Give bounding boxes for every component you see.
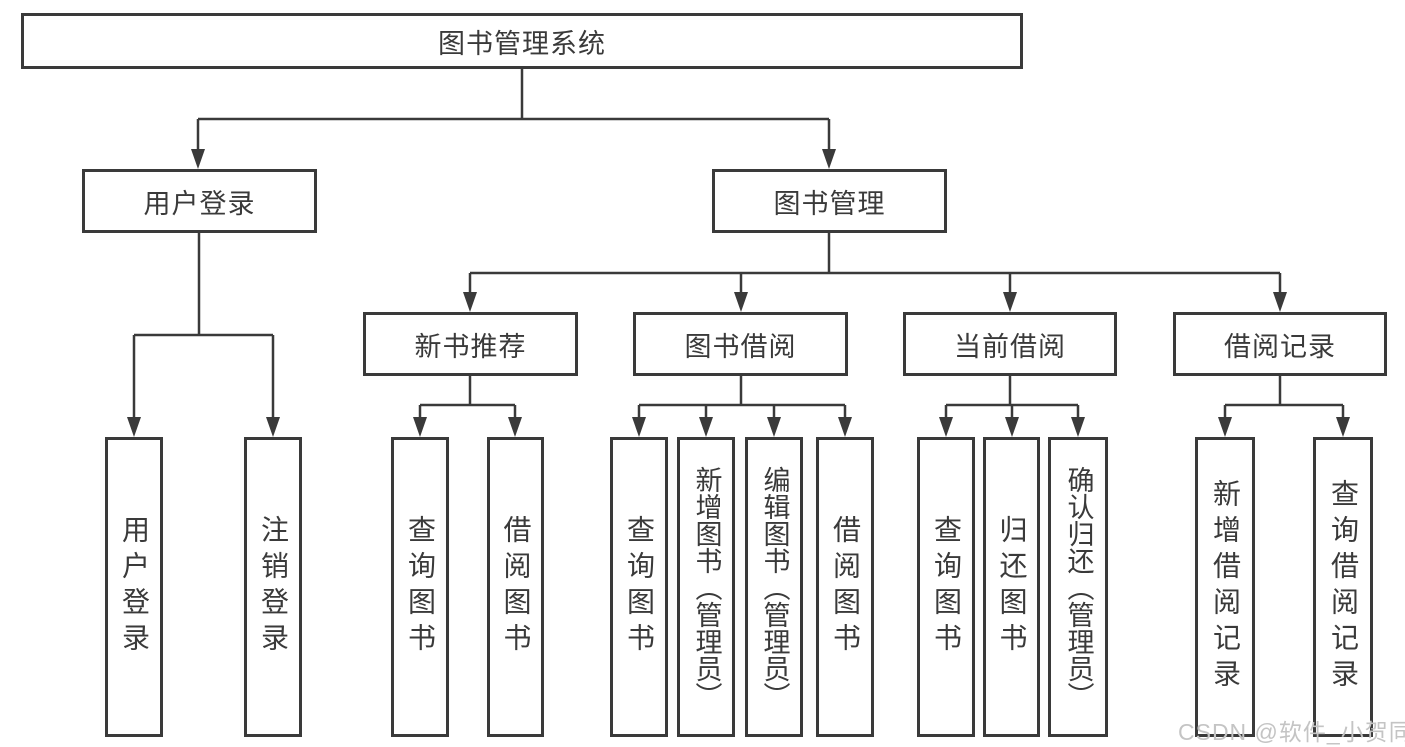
leaf-add-borrow-record-label: 新增借阅记录: [1210, 479, 1241, 695]
leaf-query-books-borrowing-label: 查询图书: [624, 515, 655, 659]
leaf-query-borrow-record: 查询借阅记录: [1313, 437, 1373, 737]
leaf-add-borrow-record: 新增借阅记录: [1195, 437, 1255, 737]
leaf-user-login-label: 用户登录: [119, 515, 150, 659]
leaf-edit-book-admin: 编辑图书（管理员）: [745, 437, 803, 737]
leaf-logout-label: 注销登录: [258, 515, 289, 659]
node-book-borrowing: 图书借阅: [633, 312, 848, 376]
node-user-login-label: 用户登录: [143, 188, 256, 219]
node-new-book-recommend: 新书推荐: [363, 312, 578, 376]
leaf-add-book-admin: 新增图书（管理员）: [677, 437, 735, 737]
leaf-user-login: 用户登录: [105, 437, 163, 737]
leaf-query-books-recommend: 查询图书: [391, 437, 449, 737]
node-book-management-label: 图书管理: [773, 188, 886, 219]
leaf-return-books: 归还图书: [983, 437, 1040, 737]
node-book-management: 图书管理: [712, 169, 947, 233]
leaf-query-books-borrowing: 查询图书: [610, 437, 668, 737]
leaf-query-books-current: 查询图书: [917, 437, 975, 737]
node-current-borrowing-label: 当前借阅: [954, 331, 1066, 362]
node-borrowing-records: 借阅记录: [1173, 312, 1387, 376]
leaf-query-borrow-record-label: 查询借阅记录: [1328, 479, 1359, 695]
node-user-login: 用户登录: [82, 169, 317, 233]
leaf-borrow-books-recommend-label: 借阅图书: [500, 515, 532, 659]
leaf-logout: 注销登录: [244, 437, 302, 737]
root-node-label: 图书管理系统: [438, 28, 606, 59]
node-borrowing-records-label: 借阅记录: [1224, 331, 1336, 362]
leaf-query-books-recommend-label: 查询图书: [405, 515, 436, 659]
node-book-borrowing-label: 图书借阅: [684, 331, 797, 362]
leaf-borrow-books-borrowing: 借阅图书: [816, 437, 874, 737]
connector-arrowheads: [127, 149, 1350, 437]
root-node: 图书管理系统: [21, 13, 1023, 69]
connector-paths: [132, 69, 1345, 419]
leaf-query-books-current-label: 查询图书: [931, 515, 962, 659]
leaf-borrow-books-borrowing-label: 借阅图书: [830, 515, 861, 659]
leaf-confirm-return-admin: 确认归还（管理员）: [1048, 437, 1108, 737]
node-current-borrowing: 当前借阅: [903, 312, 1117, 376]
leaf-return-books-label: 归还图书: [996, 515, 1028, 659]
leaf-confirm-return-admin-label: 确认归还（管理员）: [1063, 465, 1094, 709]
node-new-book-recommend-label: 新书推荐: [414, 331, 527, 362]
csdn-watermark: CSDN @软件_小贺同学: [1178, 719, 1405, 745]
leaf-borrow-books-recommend: 借阅图书: [487, 437, 544, 737]
leaf-add-book-admin-label: 新增图书（管理员）: [691, 465, 722, 709]
leaf-edit-book-admin-label: 编辑图书（管理员）: [759, 465, 790, 709]
